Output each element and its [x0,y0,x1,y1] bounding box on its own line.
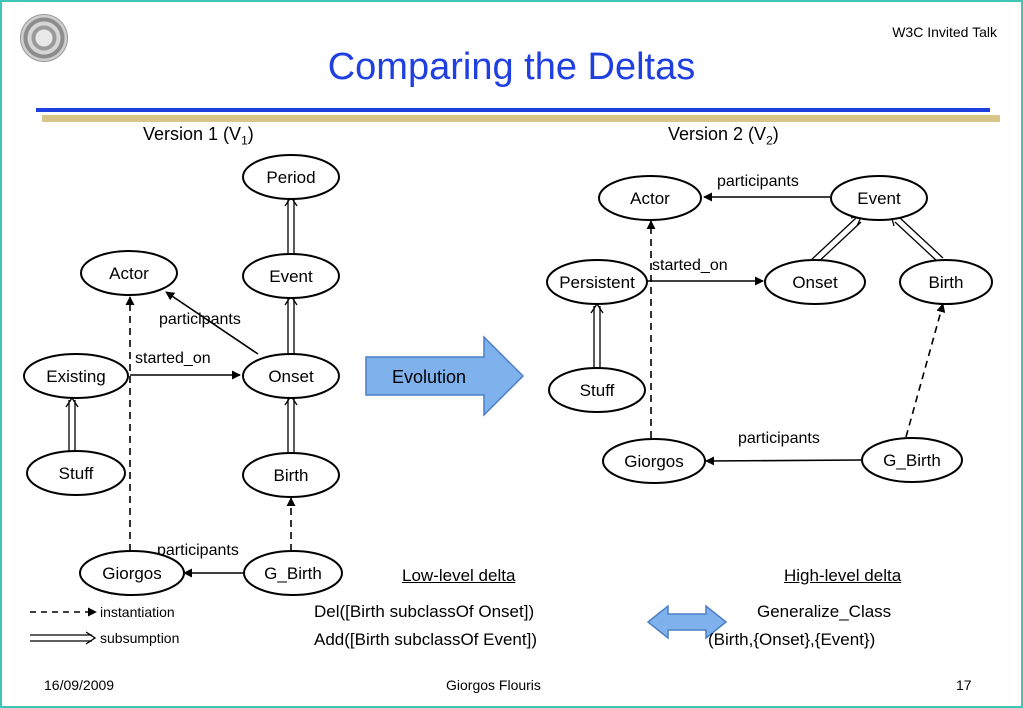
v2-subsumption-birth-event [890,214,944,263]
svg-text:Event: Event [269,267,313,286]
v2-node-onset: Onset [764,259,866,305]
v2-node-actor: Actor [598,175,702,221]
v1-node-existing: Existing [23,353,129,399]
evolution-label: Evolution [392,367,466,387]
svg-text:Actor: Actor [630,189,670,208]
low-level-delta-heading: Low-level delta [402,566,516,585]
svg-text:G_Birth: G_Birth [264,564,322,583]
v2-edge-participants-bottom [705,456,863,466]
delta-equivalence-arrow [646,604,728,640]
university-logo-icon [20,14,68,62]
title-rule-gold [42,115,1000,122]
svg-text:instantiation: instantiation [100,604,175,620]
high-level-delta-line-2: (Birth,{Onset},{Event}) [708,630,876,649]
v1-label-participants-bottom: participants [157,542,239,559]
svg-text:Existing: Existing [46,367,106,386]
footer-page-number: 17 [956,677,972,693]
v1-node-birth: Birth [242,452,340,498]
high-level-delta-heading: High-level delta [784,566,902,585]
low-level-delta-line-1: Del([Birth subclassOf Onset]) [314,602,535,621]
v2-subsumption-stuff-persistent [590,302,604,368]
v1-subsumption-event-period [284,195,298,254]
legend-subsumption [30,631,97,645]
v2-node-persistent: Persistent [546,259,648,305]
v1-node-period: Period [242,154,340,200]
version-1-label: Version 1 (V1) [143,124,254,148]
evolution-arrow: Evolution [365,335,525,417]
v2-label-participants-top: participants [717,173,799,190]
v2-node-giorgos: Giorgos [602,438,706,484]
version-2-label: Version 2 (V2) [668,124,779,148]
event-label: W3C Invited Talk [892,24,997,40]
svg-text:Actor: Actor [109,264,149,283]
svg-text:Giorgos: Giorgos [624,452,684,471]
slide-title: Comparing the Deltas [327,46,696,88]
v1-label-started-on: started_on [135,350,211,367]
svg-text:Persistent: Persistent [559,273,635,292]
svg-text:Stuff: Stuff [59,464,94,483]
svg-text:Event: Event [857,189,901,208]
legend-instantiation: instantiation [30,604,175,620]
title-rule-blue [36,108,990,112]
svg-text:Birth: Birth [274,466,309,485]
v2-node-birth: Birth [899,259,993,305]
svg-text:G_Birth: G_Birth [883,451,941,470]
v2-label-started-on: started_on [652,257,728,274]
v1-node-actor: Actor [80,250,178,296]
footer-author: Giorgos Flouris [446,677,541,693]
high-level-delta-line-1: Generalize_Class [757,602,892,621]
svg-text:Stuff: Stuff [580,381,615,400]
v1-node-stuff: Stuff [26,450,126,496]
v2-node-event: Event [830,175,928,221]
v1-node-giorgos: Giorgos [79,550,185,596]
v1-node-event: Event [242,253,340,299]
v1-subsumption-onset-event [284,294,298,354]
v2-node-g-birth: G_Birth [861,437,963,483]
svg-text:Onset: Onset [268,367,314,386]
v2-subsumption-onset-event [808,214,864,267]
v1-node-g-birth: G_Birth [243,550,343,596]
v2-instantiation-gbirth-birth [905,303,946,438]
v2-node-stuff: Stuff [548,367,646,413]
svg-text:Giorgos: Giorgos [102,564,162,583]
v1-node-onset: Onset [242,353,340,399]
svg-text:Period: Period [266,168,315,187]
legend-subsumption-label: subsumption [100,630,179,646]
low-level-delta-line-2: Add([Birth subclassOf Event]) [314,630,537,649]
v1-label-participants-top: participants [159,311,241,328]
v1-subsumption-birth-onset [284,394,298,453]
v1-subsumption-stuff-existing [65,396,79,451]
v1-edge-participants-top [165,291,259,355]
svg-text:Birth: Birth [929,273,964,292]
svg-text:Onset: Onset [792,273,838,292]
footer-date: 16/09/2009 [44,677,115,693]
v2-label-participants-bottom: participants [738,430,820,447]
